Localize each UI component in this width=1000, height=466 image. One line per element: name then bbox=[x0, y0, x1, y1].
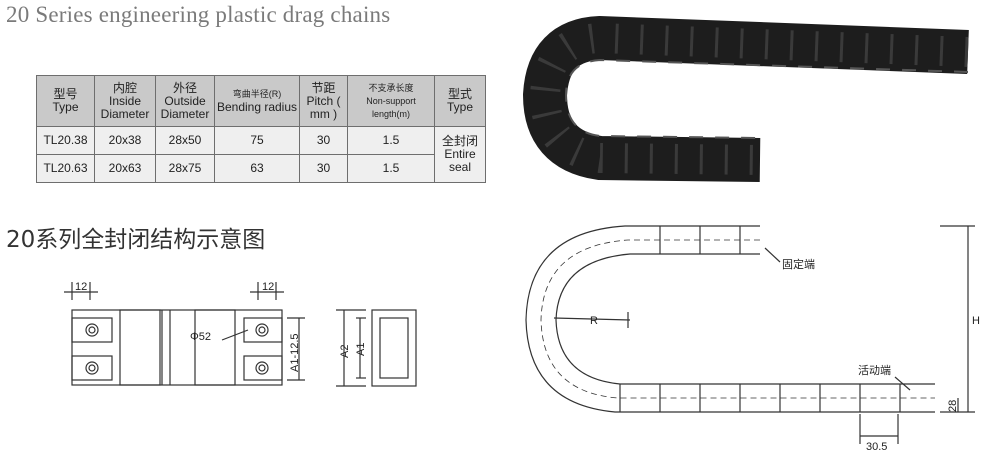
cell-radius: 75 bbox=[214, 126, 300, 155]
cell-radius: 63 bbox=[214, 154, 300, 183]
fixed-end-label: 固定端 bbox=[782, 257, 815, 271]
cell-length: 1.5 bbox=[347, 126, 435, 155]
a1-label: A1 bbox=[355, 343, 367, 356]
a2-label: A2 bbox=[339, 345, 351, 358]
page-title: 20 Series engineering plastic drag chain… bbox=[6, 2, 391, 27]
dim-28-label: 28 bbox=[947, 400, 959, 412]
front-section-drawing bbox=[64, 282, 305, 386]
dim-12-left: 12 bbox=[75, 281, 87, 293]
dim-30-5-label: 30.5 bbox=[866, 441, 887, 453]
cell-outside: 28x75 bbox=[155, 154, 215, 183]
r-label: R bbox=[590, 315, 598, 327]
bending-diagram bbox=[525, 225, 975, 444]
cell-length: 1.5 bbox=[347, 154, 435, 183]
a1-minus-label: A1-12.5 bbox=[289, 333, 301, 372]
cell-type: TL20.38 bbox=[36, 126, 95, 155]
moving-end-label: 活动端 bbox=[858, 364, 891, 377]
h-label: H bbox=[972, 315, 980, 327]
cell-pitch: 30 bbox=[299, 154, 348, 183]
chain-photo bbox=[522, 15, 969, 182]
diagram-title: 20系列全封闭结构示意图 bbox=[6, 227, 266, 253]
cell-type: TL20.63 bbox=[36, 154, 95, 183]
side-section-drawing bbox=[336, 309, 417, 387]
table-row: TL20.63 20x63 28x75 63 30 1.5 bbox=[36, 154, 486, 183]
cell-pitch: 30 bbox=[299, 126, 348, 155]
dim-12-right: 12 bbox=[262, 281, 274, 293]
header-bending-radius: 弯曲半径(R)Bending radius bbox=[214, 75, 300, 127]
phi-label: Φ52 bbox=[190, 331, 211, 343]
cell-outside: 28x50 bbox=[155, 126, 215, 155]
cell-inside: 20x63 bbox=[94, 154, 156, 183]
